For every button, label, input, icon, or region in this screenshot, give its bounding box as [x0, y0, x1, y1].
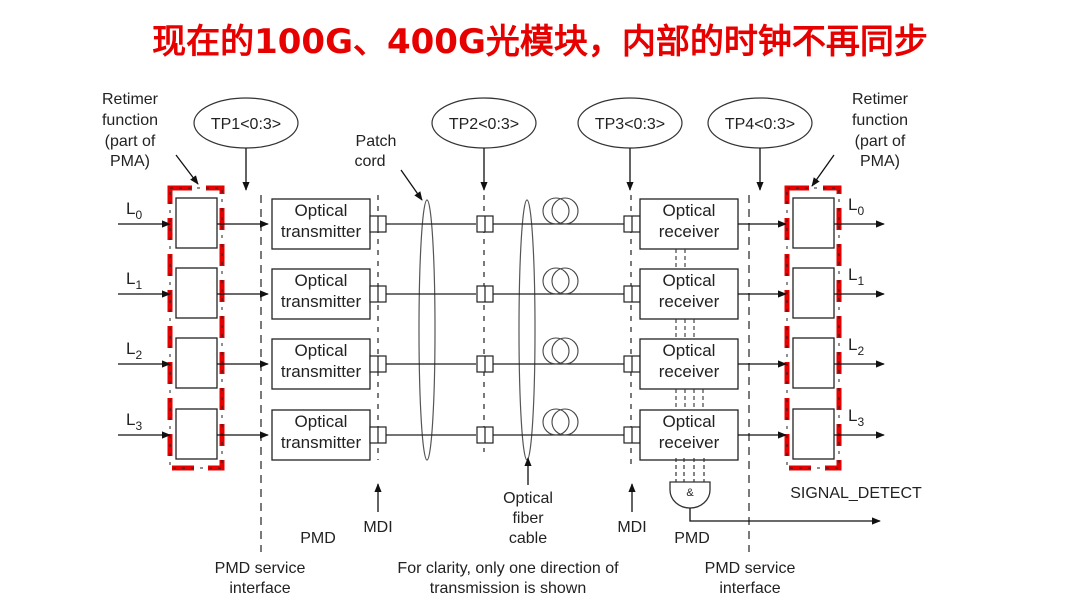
tp1-bubble: TP1<0:3> — [193, 97, 299, 191]
tx-label-line1: Optical — [295, 341, 348, 360]
pmd-service-interface-left-label: PMD service interface — [215, 560, 306, 597]
mdi-right-label: MDI — [617, 519, 646, 536]
tp4-label: TP4<0:3> — [725, 116, 795, 133]
svg-text:For clarity, only one directio: For clarity, only one direction of — [397, 560, 619, 577]
svg-text:(part of: (part of — [105, 133, 156, 150]
rx-label-line1: Optical — [663, 201, 716, 220]
lane-1: L1 Optical transmitter Optical receiver L1 — [118, 265, 885, 339]
fiber-cable-label: Optical fiber cable — [503, 490, 553, 547]
tp3-bubble: TP3<0:3> — [577, 97, 683, 191]
patch-cord-pointer — [400, 169, 423, 201]
patch-cord-bundle — [418, 199, 436, 461]
retimer-left-box — [175, 267, 218, 319]
retimer-right-box — [792, 408, 835, 460]
retimer-right-pointer — [811, 154, 835, 187]
fiber-cable-bundle — [518, 199, 536, 461]
svg-text:PMD service: PMD service — [215, 560, 306, 577]
retimer-right-label: Retimer function (part of PMA) — [852, 91, 909, 170]
tx-label-line1: Optical — [295, 271, 348, 290]
lane-output-label: L2 — [848, 335, 864, 358]
svg-text:cable: cable — [509, 530, 547, 547]
retimer-right-inner — [786, 187, 840, 469]
retimer-right-box — [792, 267, 835, 319]
svg-text:cord: cord — [354, 153, 385, 170]
pmd-right-label: PMD — [674, 530, 710, 547]
lane-input-label: L2 — [126, 339, 142, 362]
direction-note: For clarity, only one direction of trans… — [397, 560, 619, 597]
lane-input-label: L0 — [126, 199, 142, 222]
lane-output-label: L3 — [848, 406, 864, 429]
rx-label-line2: receiver — [659, 362, 720, 381]
svg-text:Retimer: Retimer — [852, 91, 909, 108]
pmd-service-interface-right-label: PMD service interface — [705, 560, 796, 597]
lane-output-label: L1 — [848, 265, 864, 288]
svg-text:Optical: Optical — [503, 490, 553, 507]
signal-detect-gate: & — [669, 458, 881, 525]
tp1-label: TP1<0:3> — [211, 116, 281, 133]
retimer-right-box — [792, 197, 835, 249]
rx-label-line1: Optical — [663, 271, 716, 290]
svg-text:PMA): PMA) — [110, 153, 150, 170]
svg-text:function: function — [852, 112, 908, 129]
pmd-left-label: PMD — [300, 530, 336, 547]
svg-text:interface: interface — [229, 580, 290, 597]
retimer-right-box — [792, 337, 835, 389]
optical-receiver-box — [639, 198, 739, 250]
tp3-label: TP3<0:3> — [595, 116, 665, 133]
retimer-left-box — [175, 408, 218, 460]
mdi-left-label: MDI — [363, 519, 392, 536]
optical-receiver-box — [639, 338, 739, 390]
rx-label-line2: receiver — [659, 433, 720, 452]
tp2-bubble: TP2<0:3> — [431, 97, 537, 191]
svg-text:Patch: Patch — [356, 133, 397, 150]
lane-3: L3 Optical transmitter Optical receiver L3 — [118, 406, 885, 461]
retimer-left-inner — [169, 187, 223, 469]
patch-cord-label: Patch cord — [354, 133, 396, 170]
tx-label-line2: transmitter — [281, 433, 362, 452]
tx-label-line1: Optical — [295, 412, 348, 431]
optical-receiver-box — [639, 409, 739, 461]
tx-label-line2: transmitter — [281, 292, 362, 311]
retimer-left-box — [175, 337, 218, 389]
svg-text:&: & — [686, 487, 694, 499]
lane-output-label: L0 — [848, 195, 864, 218]
optical-transmitter-box — [271, 409, 371, 461]
svg-text:(part of: (part of — [855, 133, 906, 150]
tp2-label: TP2<0:3> — [449, 116, 519, 133]
optical-transmitter-box — [271, 268, 371, 320]
rx-label-line2: receiver — [659, 222, 720, 241]
lane-2: L2 Optical transmitter Optical receiver L2 — [118, 335, 885, 409]
tp4-bubble: TP4<0:3> — [707, 97, 813, 191]
lane-0: L0 Optical transmitter Optical receiver L0 — [118, 195, 885, 269]
svg-text:PMA): PMA) — [860, 153, 900, 170]
lane-input-label: L3 — [126, 410, 142, 433]
svg-text:Retimer: Retimer — [102, 91, 159, 108]
rx-label-line2: receiver — [659, 292, 720, 311]
svg-text:PMD service: PMD service — [705, 560, 796, 577]
optical-receiver-box — [639, 268, 739, 320]
fiber-coil-icon — [542, 197, 570, 225]
fiber-coil-icon — [542, 337, 570, 365]
optical-transmitter-box — [271, 338, 371, 390]
svg-text:interface: interface — [719, 580, 780, 597]
lane-input-label: L1 — [126, 269, 142, 292]
signal-detect-label: SIGNAL_DETECT — [790, 485, 922, 502]
fiber-coil-icon — [542, 267, 570, 295]
svg-text:fiber: fiber — [512, 510, 544, 527]
fiber-coil-icon — [542, 408, 570, 436]
tx-label-line2: transmitter — [281, 362, 362, 381]
page-title: 现在的100G、400G光模块，内部的时钟不再同步 — [152, 22, 928, 62]
retimer-left-label: Retimer function (part of PMA) — [102, 91, 159, 170]
tx-label-line1: Optical — [295, 201, 348, 220]
svg-text:function: function — [102, 112, 158, 129]
rx-label-line1: Optical — [663, 341, 716, 360]
tx-label-line2: transmitter — [281, 222, 362, 241]
retimer-left-pointer — [175, 154, 199, 185]
retimer-left-box — [175, 197, 218, 249]
rx-label-line1: Optical — [663, 412, 716, 431]
svg-text:transmission is shown: transmission is shown — [430, 580, 587, 597]
